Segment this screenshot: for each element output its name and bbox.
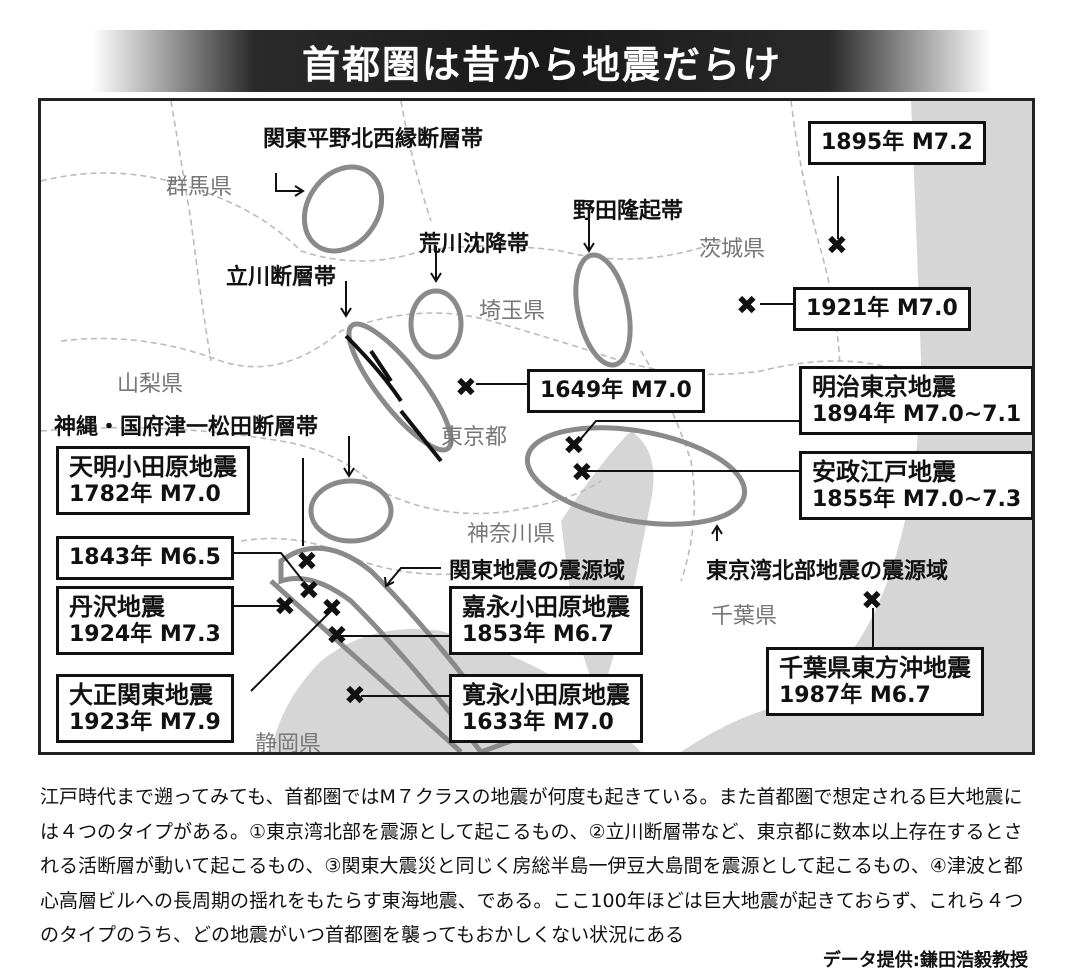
prefecture-chiba: 千葉県 <box>711 604 778 629</box>
prefecture-shizuoka: 静岡県 <box>255 732 322 755</box>
prefecture-saitama: 埼玉県 <box>479 299 546 324</box>
epicenter-marker-kaei: ✖ <box>326 621 348 651</box>
fault-label-kanto-northwest: 関東平野北西縁断層帯 <box>263 127 484 152</box>
quake-box-kaei: 嘉永小田原地震 1853年 M6.7 <box>449 586 643 656</box>
quake-tenmei-info: 1782年 M7.0 <box>69 481 221 507</box>
prefecture-yamanashi: 山梨県 <box>117 372 184 397</box>
quake-taisho-info: 1923年 M7.9 <box>69 709 221 735</box>
quake-box-chiba: 千葉県東方沖地震 1987年 M6.7 <box>766 647 984 717</box>
pacific-ocean <box>681 101 1032 752</box>
quake-box-1843: 1843年 M6.5 <box>56 536 234 581</box>
quake-meiji-info: 1894年 M7.0~7.1 <box>812 401 1022 427</box>
quake-chiba-name: 千葉県東方沖地震 <box>779 654 971 682</box>
fault-label-noda: 野田隆起帯 <box>573 199 684 224</box>
fault-label-kozu-matsuda: 神縄・国府津一松田断層帯 <box>54 415 319 440</box>
fault-label-kanto-source: 関東地震の震源域 <box>449 559 626 584</box>
quake-box-kanei: 寛永小田原地震 1633年 M7.0 <box>449 674 643 744</box>
quake-tanzawa-info: 1924年 M7.3 <box>69 621 221 647</box>
page-title: 首都圏は昔から地震だらけ <box>301 42 782 87</box>
quake-1843-info: 1843年 M6.5 <box>69 545 221 570</box>
quake-tanzawa-name: 丹沢地震 <box>69 593 165 621</box>
epicenter-marker-chiba: ✖ <box>861 586 883 616</box>
quake-kaei-info: 1853年 M6.7 <box>462 621 614 647</box>
epicenter-marker-kanei: ✖ <box>344 681 366 711</box>
epicenter-marker-1895: ✖ <box>826 231 848 261</box>
prefecture-gunma: 群馬県 <box>166 175 233 200</box>
quake-box-1921: 1921年 M7.0 <box>793 287 971 332</box>
quake-chiba-info: 1987年 M6.7 <box>779 682 931 708</box>
caption-text: 江戸時代まで遡ってみても、首都圏ではM７クラスの地震が何度も起きている。また首都… <box>40 786 1024 946</box>
quake-meiji-name: 明治東京地震 <box>812 373 956 401</box>
epicenter-marker-tanzawa: ✖ <box>274 592 296 622</box>
fault-label-tachikawa: 立川断層帯 <box>226 265 337 290</box>
quake-1649-info: 1649年 M7.0 <box>540 378 692 403</box>
quake-ansei-info: 1855年 M7.0~7.3 <box>812 486 1022 512</box>
prefecture-kanagawa: 神奈川県 <box>467 522 556 547</box>
epicenter-marker-meiji: ✖ <box>563 431 585 461</box>
quake-taisho-name: 大正関東地震 <box>69 681 213 709</box>
quake-kanei-name: 寛永小田原地震 <box>462 681 630 709</box>
quake-kanei-info: 1633年 M7.0 <box>462 709 614 735</box>
quake-box-ansei: 安政江戸地震 1855年 M7.0~7.3 <box>799 451 1032 521</box>
epicenter-marker-taisho: ✖ <box>321 594 343 624</box>
fault-label-arakawa: 荒川沈降帯 <box>419 232 530 257</box>
quake-box-tenmei: 天明小田原地震 1782年 M7.0 <box>56 446 250 516</box>
quake-box-1649: 1649年 M7.0 <box>527 369 705 414</box>
prefecture-ibaraki: 茨城県 <box>699 237 766 262</box>
epicenter-marker-1649: ✖ <box>455 373 477 403</box>
quake-box-meiji: 明治東京地震 1894年 M7.0~7.1 <box>799 366 1032 436</box>
quake-1895-info: 1895年 M7.2 <box>821 130 973 155</box>
quake-kaei-name: 嘉永小田原地震 <box>462 593 630 621</box>
prefecture-tokyo: 東京都 <box>441 425 508 450</box>
epicenter-marker-1921: ✖ <box>736 291 758 321</box>
epicenter-marker-ansei: ✖ <box>571 458 593 488</box>
quake-tenmei-name: 天明小田原地震 <box>69 453 237 481</box>
epicenter-marker-tenmei: ✖ <box>296 547 318 577</box>
quake-box-tanzawa: 丹沢地震 1924年 M7.3 <box>56 586 234 656</box>
fault-label-tokyobay-source: 東京湾北部地震の震源域 <box>706 559 949 584</box>
quake-box-1895: 1895年 M7.2 <box>808 121 986 166</box>
epicenter-marker-1843: ✖ <box>298 576 320 606</box>
map: 群馬県 茨城県 埼玉県 山梨県 東京都 神奈川県 千葉県 静岡県 関東平野北西縁… <box>38 98 1035 755</box>
quake-box-taisho: 大正関東地震 1923年 M7.9 <box>56 674 234 744</box>
title-banner: 首都圏は昔から地震だらけ <box>92 30 992 92</box>
data-credit: データ提供:鎌田浩毅教授 <box>822 950 1028 971</box>
quake-ansei-name: 安政江戸地震 <box>812 458 956 486</box>
quake-1921-info: 1921年 M7.0 <box>806 296 958 321</box>
